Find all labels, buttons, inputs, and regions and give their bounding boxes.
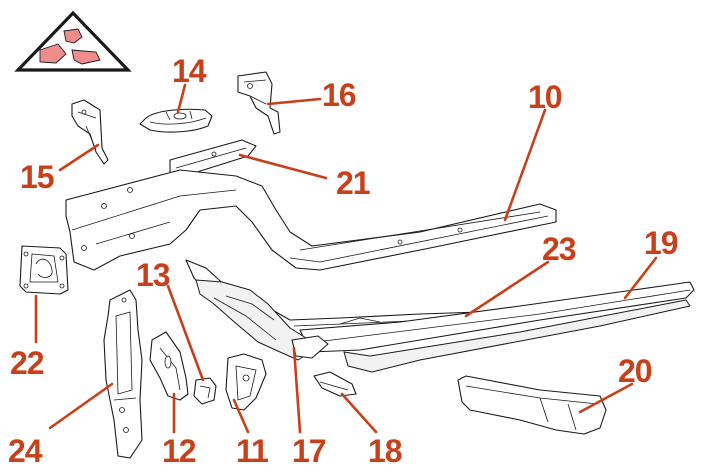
leader-20 xyxy=(578,382,634,414)
part-24-pillar xyxy=(103,289,143,459)
callout-12: 12 xyxy=(162,433,196,469)
part-18-bracket xyxy=(313,371,357,397)
leader-13 xyxy=(166,284,205,382)
locator-piece-left xyxy=(39,43,67,64)
leader-21 xyxy=(238,153,328,180)
part-11-bracket xyxy=(225,353,267,411)
part-10-frame-rail xyxy=(65,169,557,271)
leader-17 xyxy=(292,346,302,434)
callout-23: 23 xyxy=(542,231,576,267)
callout-24: 24 xyxy=(8,433,43,469)
locator-piece-top xyxy=(63,28,83,44)
callout-labels: 10 14 16 15 21 23 19 22 13 24 12 11 17 1… xyxy=(8,53,679,469)
callout-22: 22 xyxy=(10,345,44,381)
part-15-bracket xyxy=(71,99,109,165)
locator-piece-right xyxy=(71,49,101,65)
callout-14: 14 xyxy=(172,53,207,89)
leader-14 xyxy=(176,83,187,114)
part-13-clip xyxy=(193,377,217,405)
callout-15: 15 xyxy=(20,159,54,195)
leader-lines xyxy=(34,83,658,434)
part-17-panel xyxy=(195,279,329,361)
part-12-gusset xyxy=(149,331,189,401)
part-14-bracket xyxy=(139,108,213,133)
callout-10: 10 xyxy=(528,79,562,115)
leader-19 xyxy=(623,256,658,300)
leader-23 xyxy=(464,260,550,318)
part-16-bracket xyxy=(237,71,281,135)
callout-21: 21 xyxy=(336,165,370,201)
callout-20: 20 xyxy=(618,353,652,389)
leader-11 xyxy=(232,398,250,434)
leader-24 xyxy=(48,382,114,430)
leader-18 xyxy=(340,392,378,434)
callout-19: 19 xyxy=(644,225,678,261)
callout-18: 18 xyxy=(368,433,402,469)
body-section-locator-icon xyxy=(14,10,132,72)
part-20-extension xyxy=(457,375,607,435)
callout-13: 13 xyxy=(136,257,170,293)
part-22-plate xyxy=(19,245,69,295)
callout-16: 16 xyxy=(322,77,356,113)
leader-16 xyxy=(266,97,322,106)
part-19-outer-sill xyxy=(299,281,695,373)
leader-15 xyxy=(58,143,100,172)
callout-11: 11 xyxy=(236,433,268,469)
callout-17: 17 xyxy=(292,433,326,469)
leader-10 xyxy=(503,108,547,222)
